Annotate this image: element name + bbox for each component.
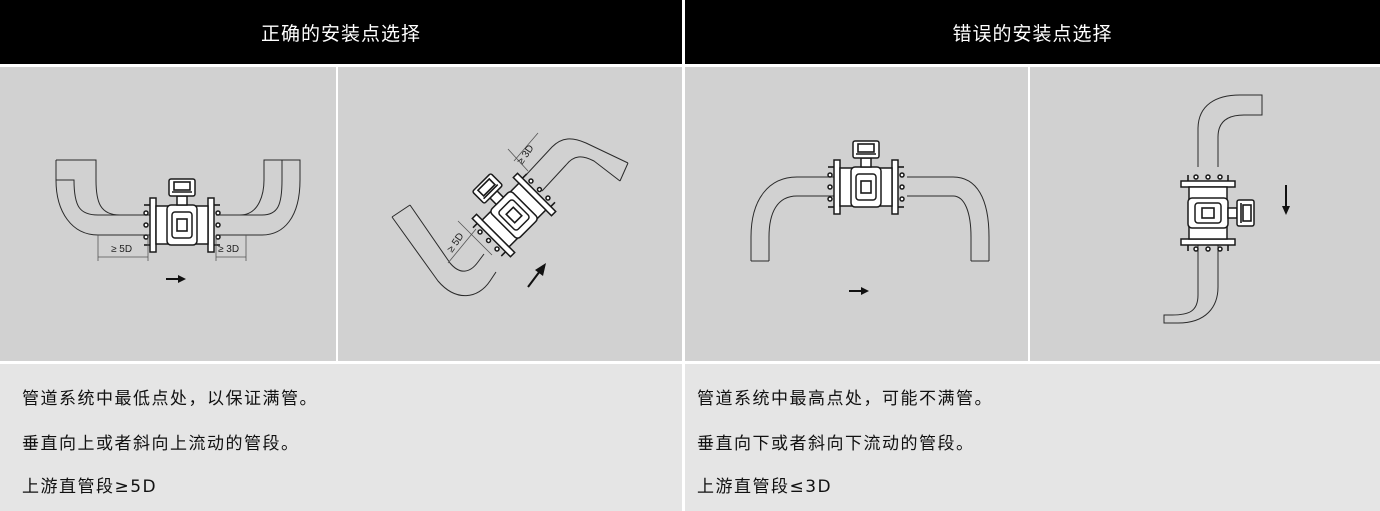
incorrect-line-1: 管道系统中最高点处，可能不满管。 [697, 389, 993, 409]
correct-line-3: 上游直管段≥5D [22, 477, 158, 497]
flowmeter-icon [453, 154, 561, 262]
correct-line-1: 管道系统中最低点处，以保证满管。 [22, 389, 318, 409]
dim-upstream-5d: ≥ 5D [445, 231, 466, 255]
correct-line-2: 垂直向上或者斜向上流动的管段。 [22, 434, 300, 454]
dim-downstream-3d: ≥ 3D [515, 143, 536, 167]
dim-downstream-3d: ≥ 3D [218, 244, 239, 255]
correct-description: 管道系统中最低点处，以保证满管。 垂直向上或者斜向上流动的管段。 上游直管段≥5… [0, 364, 682, 511]
diagram-incorrect-vertical [1030, 67, 1380, 361]
dim-upstream-5d: ≥ 5D [111, 244, 132, 255]
flow-arrow-icon [1282, 185, 1290, 215]
diagram-incorrect-horizontal [685, 67, 1028, 361]
diagram-correct-inclined: ≥ 5D ≥ 3D [338, 67, 682, 361]
incorrect-description: 管道系统中最高点处，可能不满管。 垂直向下或者斜向下流动的管段。 上游直管段≤3… [685, 364, 1380, 511]
flow-arrow-icon [849, 287, 869, 295]
flowmeter-icon [143, 178, 221, 253]
correct-header: 正确的安装点选择 [0, 0, 682, 64]
flowmeter-icon [827, 140, 905, 215]
diagram-correct-horizontal: ≥ 5D ≥ 3D [0, 67, 336, 361]
flow-arrow-icon [166, 275, 186, 283]
incorrect-line-3: 上游直管段≤3D [697, 477, 833, 497]
incorrect-header: 错误的安装点选择 [685, 0, 1380, 64]
incorrect-line-2: 垂直向下或者斜向下流动的管段。 [697, 434, 975, 454]
flowmeter-icon [1180, 174, 1255, 252]
flow-arrow-icon [527, 263, 546, 288]
